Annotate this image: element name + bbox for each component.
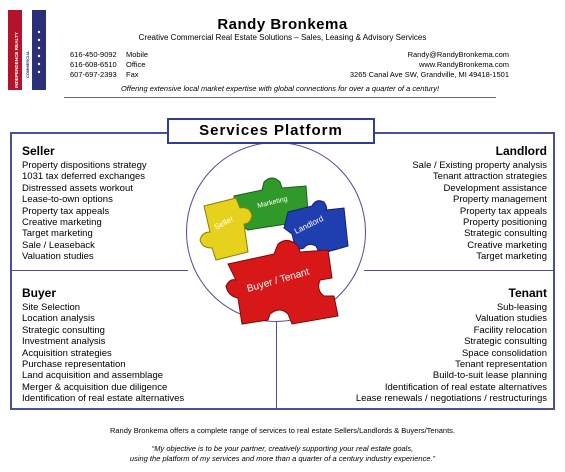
- tenant-service-item: Lease renewals / negotiations / restruct…: [355, 393, 547, 405]
- buyer-service-item: Investment analysis: [22, 336, 106, 348]
- tenant-service-item: Build-to-suit lease planning: [432, 370, 547, 382]
- landlord-service-item: Sale / Existing property analysis: [412, 160, 547, 171]
- landlord-service-item: Development assistance: [443, 182, 548, 194]
- landlord-heading: Landlord: [495, 144, 547, 158]
- buyer-service-item: Identification of real estate alternativ…: [22, 393, 185, 405]
- tenant-service-item: Facility relocation: [473, 324, 547, 336]
- services-platform-title: Services Platform: [167, 118, 375, 144]
- seller-service-item: Distressed assets workout: [22, 182, 133, 194]
- landlord-service-item: Tenant attraction strategies: [432, 171, 547, 183]
- seller-service-item: Creative marketing: [22, 217, 102, 229]
- landlord-service-item: Target marketing: [476, 251, 547, 263]
- quadrant-divider-left: [12, 270, 188, 271]
- buyer-service-item: Land acquisition and assemblage: [22, 370, 164, 382]
- footer-summary: Randy Bronkema offers a complete range o…: [109, 426, 456, 435]
- seller-service-item: Target marketing: [22, 228, 93, 240]
- header-divider: [64, 97, 496, 98]
- street-address: 3265 Canal Ave SW, Grandville, MI 49418-…: [349, 70, 509, 79]
- quadrant-divider-bottom: [276, 320, 277, 408]
- quadrant-divider-right: [364, 270, 553, 271]
- landlord-service-item: Strategic consulting: [464, 228, 547, 240]
- agent-tagline: Creative Commercial Real Estate Solution…: [138, 33, 427, 42]
- tenant-service-item: Sub-leasing: [496, 302, 547, 313]
- tenant-service-item: Strategic consulting: [464, 336, 547, 348]
- logo-text: INDEPENDENCE REALTY: [14, 32, 19, 88]
- tenant-service-item: Tenant representation: [455, 359, 547, 371]
- tenant-service-item: Identification of real estate alternativ…: [384, 381, 547, 393]
- landlord-section: Landlord Sale / Existing property analys…: [412, 144, 547, 263]
- website-address[interactable]: www.RandyBronkema.com: [418, 60, 509, 69]
- seller-service-item: Valuation studies: [22, 251, 94, 263]
- buyer-service-item: Site Selection: [22, 302, 81, 313]
- agent-name: Randy Bronkema: [217, 16, 348, 33]
- landlord-service-item: Property tax appeals: [459, 205, 547, 217]
- footer-quote-line-2: using the platform of my services and mo…: [129, 454, 436, 463]
- footer-quote: “My objective is to be your partner, cre…: [0, 444, 565, 464]
- buyer-heading: Buyer: [22, 286, 57, 300]
- landlord-service-item: Property positioning: [463, 217, 547, 229]
- seller-heading: Seller: [22, 144, 55, 158]
- contact-details: Randy@RandyBronkema.com www.RandyBronkem…: [350, 50, 509, 80]
- logo-text: COMMERCIAL: [25, 50, 30, 78]
- buyer-service-item: Strategic consulting: [22, 324, 105, 336]
- buyer-service-item: Location analysis: [22, 313, 95, 325]
- seller-service-item: Lease-to-own options: [22, 194, 113, 206]
- seller-service-item: Property tax appeals: [22, 205, 110, 217]
- buyer-service-item: Merger & acquisition due diligence: [22, 381, 168, 393]
- landlord-service-item: Creative marketing: [467, 239, 547, 251]
- tenant-heading: Tenant: [508, 286, 547, 300]
- tenant-service-item: Space consolidation: [461, 347, 547, 359]
- seller-service-item: Property dispositions strategy: [22, 160, 147, 171]
- tenant-service-item: Valuation studies: [475, 313, 547, 325]
- seller-service-item: 1031 tax deferred exchanges: [22, 171, 146, 183]
- independence-realty-logo: INDEPENDENCE REALTY COMMERCIAL: [8, 10, 46, 90]
- landlord-service-item: Property management: [453, 194, 547, 206]
- buyer-service-item: Acquisition strategies: [22, 347, 112, 359]
- puzzle-pieces-graphic: Seller Marketing Landlord Buyer / Tenant: [199, 177, 349, 325]
- email-address[interactable]: Randy@RandyBronkema.com: [407, 50, 509, 59]
- seller-service-item: Sale / Leaseback: [22, 239, 95, 251]
- buyer-service-item: Purchase representation: [22, 359, 126, 371]
- header-motto: Offering extensive local market expertis…: [120, 84, 440, 93]
- footer-quote-line-1: “My objective is to be your partner, cre…: [151, 444, 414, 453]
